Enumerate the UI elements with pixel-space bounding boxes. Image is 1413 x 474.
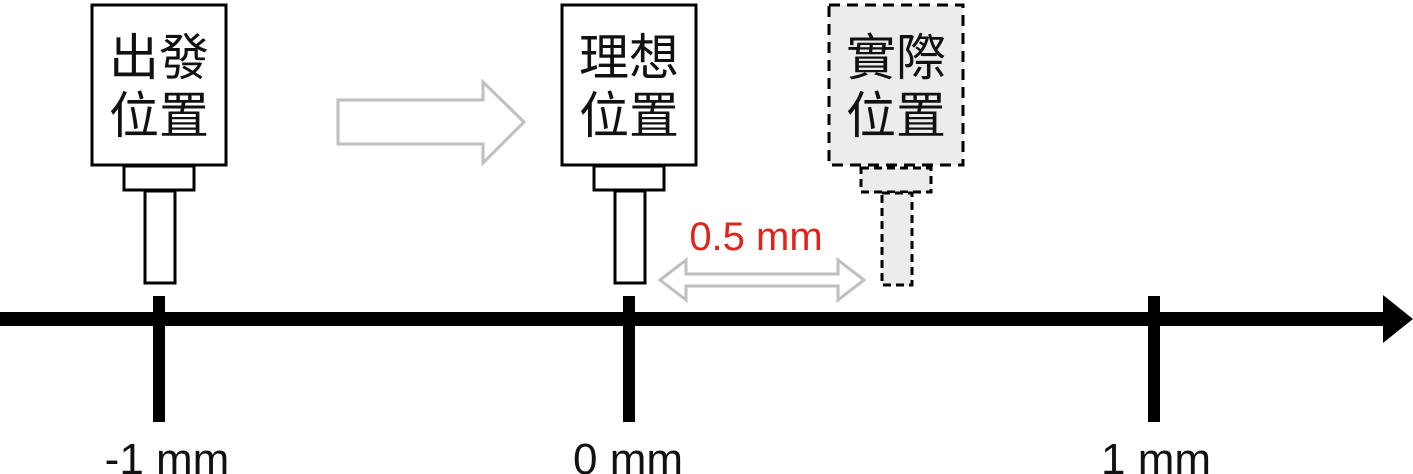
ideal-position-probe: 理想 位置 [560, 3, 698, 285]
actual-position-probe: 實際 位置 [827, 3, 965, 287]
actual-probe-label-line1: 實際 [846, 29, 946, 87]
start-probe-collar [122, 164, 196, 192]
movement-arrow [336, 78, 527, 167]
axis-arrowhead [1383, 295, 1413, 343]
tick-mark-0 [623, 296, 635, 422]
actual-probe-body [827, 3, 965, 167]
ideal-probe-label-line1: 理想 [579, 29, 679, 87]
tick-mark-1 [1148, 296, 1160, 422]
tick-label-1: 1 mm [1101, 435, 1211, 474]
actual-probe-collar [859, 166, 933, 194]
ideal-probe-stem [613, 189, 647, 285]
actual-probe-stem [880, 191, 914, 287]
start-probe-body [90, 3, 228, 167]
ideal-probe-label-line2: 位置 [579, 87, 679, 145]
start-probe-stem [143, 189, 177, 285]
ideal-probe-collar [592, 164, 666, 192]
actual-probe-label-line2: 位置 [846, 87, 946, 145]
start-probe-label-line2: 位置 [109, 87, 209, 145]
ideal-probe-body [560, 3, 698, 167]
start-position-probe: 出發 位置 [90, 3, 228, 285]
offset-label: 0.5 mm [689, 215, 822, 259]
tick-label-minus-1: -1 mm [105, 435, 230, 474]
tick-mark-minus-1 [153, 296, 165, 422]
offset-double-arrow [657, 256, 867, 304]
axis-line [0, 312, 1392, 326]
tick-label-0: 0 mm [573, 435, 683, 474]
start-probe-label-line1: 出發 [109, 29, 209, 87]
